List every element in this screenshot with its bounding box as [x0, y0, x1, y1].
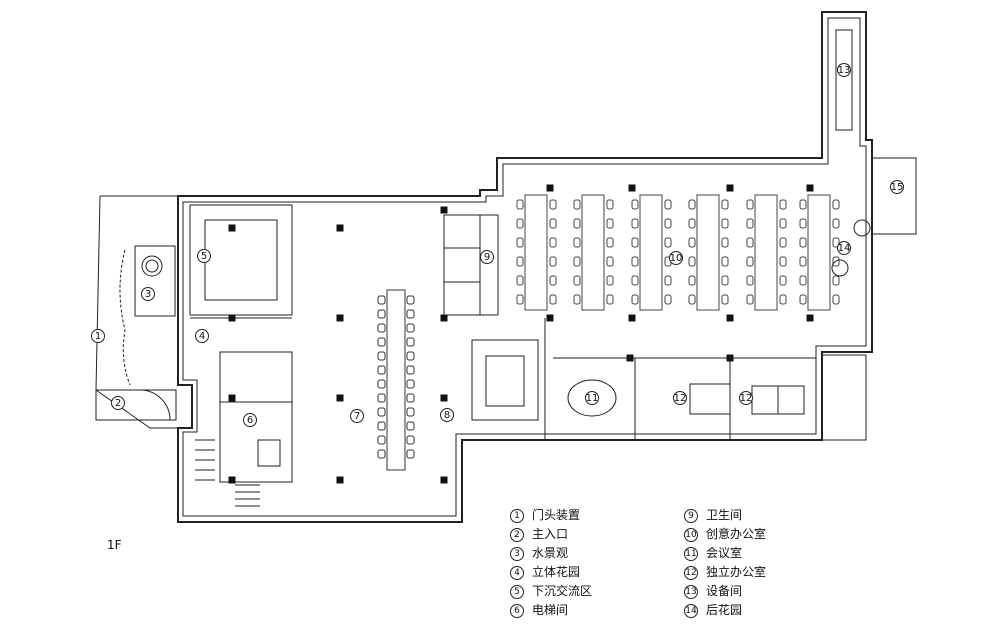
- legend-number: 12: [684, 565, 698, 580]
- legend-label: 会议室: [706, 546, 743, 560]
- legend-label: 水景观: [532, 546, 569, 560]
- legend-item: 6 电梯间: [510, 601, 568, 619]
- svg-text:13: 13: [838, 65, 851, 76]
- elevator-block: [195, 351, 293, 507]
- legend-label: 设备间: [706, 584, 743, 598]
- legend-item: 9 卫生间: [684, 506, 742, 524]
- legend-item: 2 主入口: [510, 525, 568, 543]
- legend-number: 11: [684, 546, 698, 561]
- legend-number: 14: [684, 603, 698, 618]
- office-desks: [516, 194, 840, 311]
- svg-text:1: 1: [95, 331, 101, 342]
- legend-item: 3 水景观: [510, 544, 568, 562]
- room-marker-15: 15: [890, 180, 904, 194]
- room-marker-2: 2: [111, 396, 125, 410]
- legend-number: 6: [510, 603, 524, 618]
- legend-item: 12 独立办公室: [684, 563, 766, 581]
- legend-item: 4 立体花园: [510, 563, 580, 581]
- entrance-facade: [95, 195, 178, 429]
- lounge-table: [471, 318, 546, 440]
- legend-label: 主入口: [532, 527, 569, 541]
- svg-text:4: 4: [199, 331, 205, 342]
- svg-text:15: 15: [891, 182, 904, 193]
- legend-number: 2: [510, 527, 524, 542]
- room-marker-1: 1: [91, 329, 105, 343]
- legend-item: 1 门头装置: [510, 506, 580, 524]
- meeting-rooms: [553, 354, 867, 441]
- room-marker-6: 6: [243, 413, 257, 427]
- legend-number: 9: [684, 508, 698, 523]
- room-marker-4: 4: [195, 329, 209, 343]
- room-marker-10: 10: [669, 251, 683, 265]
- sunken-lounge: [189, 204, 293, 319]
- legend-item: 14 后花园: [684, 601, 742, 619]
- legend-number: 10: [684, 527, 698, 542]
- legend-label: 门头装置: [532, 508, 581, 522]
- legend-item: 5 下沉交流区: [510, 582, 592, 600]
- svg-text:14: 14: [838, 243, 851, 254]
- room-marker-14: 14: [837, 241, 851, 255]
- long-table: [377, 289, 415, 471]
- svg-text:12: 12: [740, 393, 753, 404]
- legend-label: 下沉交流区: [532, 584, 593, 598]
- svg-text:6: 6: [247, 415, 253, 426]
- svg-text:5: 5: [201, 251, 207, 262]
- structural-columns: [228, 184, 814, 484]
- legend-number: 13: [684, 584, 698, 599]
- room-marker-8: 8: [440, 408, 454, 422]
- svg-text:11: 11: [586, 393, 599, 404]
- legend-number: 1: [510, 508, 524, 523]
- back-garden: [831, 29, 917, 277]
- room-marker-9: 9: [480, 250, 494, 264]
- svg-text:3: 3: [145, 289, 151, 300]
- svg-text:2: 2: [115, 398, 121, 409]
- svg-text:8: 8: [444, 410, 450, 421]
- floor-label: 1F: [107, 538, 122, 552]
- legend-item: 10 创意办公室: [684, 525, 766, 543]
- legend-label: 立体花园: [532, 565, 581, 579]
- water-feature: [134, 245, 176, 317]
- svg-text:10: 10: [670, 253, 683, 264]
- room-marker-3: 3: [141, 287, 155, 301]
- legend-item: 13 设备间: [684, 582, 742, 600]
- svg-text:9: 9: [484, 252, 490, 263]
- room-marker-12: 12: [739, 391, 753, 405]
- room-marker-7: 7: [350, 409, 364, 423]
- legend-number: 3: [510, 546, 524, 561]
- legend-number: 5: [510, 584, 524, 599]
- restroom: [443, 214, 499, 316]
- legend-label: 卫生间: [706, 508, 743, 522]
- legend-label: 创意办公室: [706, 527, 767, 541]
- legend-item: 11 会议室: [684, 544, 742, 562]
- room-marker-13: 13: [837, 63, 851, 77]
- room-marker-11: 11: [585, 391, 599, 405]
- legend-label: 电梯间: [532, 603, 569, 617]
- room-marker-12: 12: [673, 391, 687, 405]
- legend-label: 后花园: [706, 603, 743, 617]
- legend-number: 4: [510, 565, 524, 580]
- room-marker-5: 5: [197, 249, 211, 263]
- svg-text:7: 7: [354, 411, 360, 422]
- legend-label: 独立办公室: [706, 565, 767, 579]
- svg-text:12: 12: [674, 393, 687, 404]
